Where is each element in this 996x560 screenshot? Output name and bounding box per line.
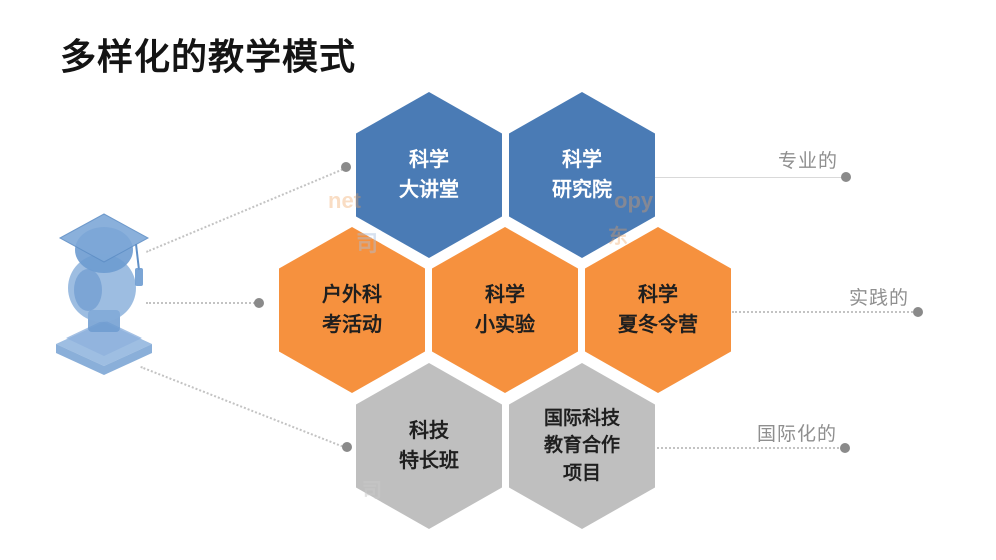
page-title: 多样化的教学模式: [60, 36, 357, 77]
hexagon-text-line: 教育合作: [543, 435, 620, 457]
hexagon-text-line: 科学: [562, 149, 602, 171]
connector-line-bottom-left: [140, 366, 347, 449]
category-label-professional: 专业的: [778, 151, 839, 172]
endpoint-dot: [254, 298, 264, 308]
graduation-cap-trophy-icon: [48, 198, 160, 380]
hexagon-science-institute: 科学 研究院: [509, 92, 655, 258]
hexagon-text-line: 大讲堂: [399, 179, 459, 201]
connector-line-professional: [653, 177, 845, 178]
category-label-international: 国际化的: [757, 424, 838, 445]
hexagon-text-line: 科学: [638, 284, 678, 306]
hexagon-text-line: 户外科: [322, 284, 382, 306]
hexagon-text-line: 夏冬令营: [618, 314, 698, 336]
hexagon-label: 科学 夏冬令营: [618, 280, 698, 340]
connector-line-practical: [732, 311, 916, 313]
hexagon-intl-cooperation: 国际科技 教育合作 项目: [509, 363, 655, 529]
hexagon-text-line: 研究院: [552, 179, 612, 201]
hexagon-science-camps: 科学 夏冬令营: [585, 227, 731, 393]
hexagon-text-line: 科技: [409, 420, 449, 442]
endpoint-dot: [841, 172, 851, 182]
hexagon-label: 科技 特长班: [399, 416, 459, 476]
hexagon-text-line: 国际科技: [543, 407, 620, 429]
hexagon-label: 科学 大讲堂: [399, 145, 459, 205]
connector-line-international: [657, 447, 843, 449]
connector-line-mid-left: [146, 302, 258, 304]
hexagon-text-line: 考活动: [322, 314, 382, 336]
category-label-practical: 实践的: [849, 288, 910, 309]
hexagon-text-line: 科学: [485, 284, 525, 306]
endpoint-dot: [913, 307, 923, 317]
hexagon-label: 户外科 考活动: [322, 280, 382, 340]
hexagon-label: 国际科技 教育合作 项目: [544, 405, 620, 488]
hexagon-text-line: 特长班: [399, 450, 459, 472]
hexagon-label: 科学 研究院: [552, 145, 612, 205]
hexagon-outdoor-expedition: 户外科 考活动: [279, 227, 425, 393]
hexagon-science-lecture-hall: 科学 大讲堂: [356, 92, 502, 258]
connector-line-top-left: [146, 166, 347, 253]
endpoint-dot: [341, 162, 351, 172]
hexagon-text-line: 项目: [562, 462, 601, 484]
endpoint-dot: [342, 442, 352, 452]
endpoint-dot: [840, 443, 850, 453]
hexagon-label: 科学 小实验: [475, 280, 535, 340]
hexagon-science-experiments: 科学 小实验: [432, 227, 578, 393]
hexagon-text-line: 科学: [409, 149, 449, 171]
hexagon-text-line: 小实验: [475, 314, 535, 336]
hexagon-tech-specialty-class: 科技 特长班: [356, 363, 502, 529]
